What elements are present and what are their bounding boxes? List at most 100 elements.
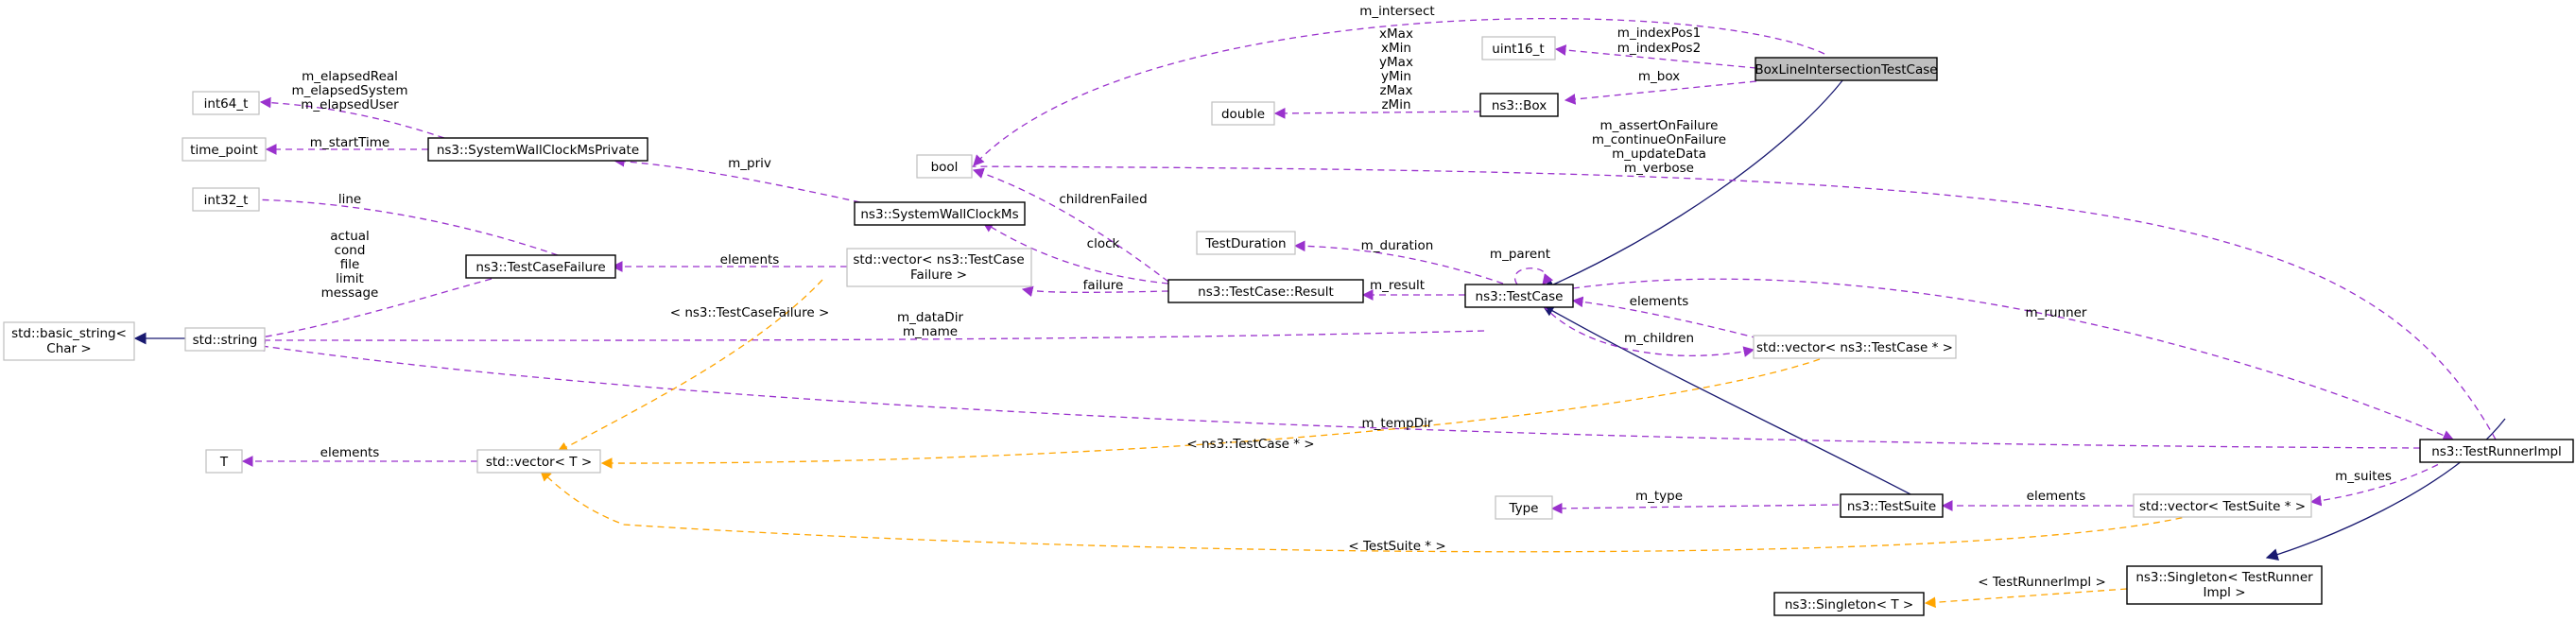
label-tpl-testcase: < ns3::TestCase * > <box>1186 437 1314 452</box>
edge-m-runner <box>1572 278 2455 441</box>
node-basic-string[interactable]: std::basic_string< Char > <box>3 321 135 361</box>
label-m-tempDir: m_tempDir <box>1362 416 1433 431</box>
edge-testsuite-inherits-testcase <box>1541 304 1915 497</box>
label-failure-string: message <box>321 285 379 301</box>
label-runner-bool: m_assertOnFailure <box>1600 118 1719 133</box>
node-test-case-failure[interactable]: ns3::TestCaseFailure <box>465 254 616 279</box>
svg-text:std::vector< TestSuite * >: std::vector< TestSuite * > <box>2139 499 2306 514</box>
label-clock: clock <box>1087 236 1120 251</box>
edge-runner-bools <box>943 161 2497 440</box>
svg-text:BoxLineIntersectionTestCase: BoxLineIntersectionTestCase <box>1755 62 1937 78</box>
node-double[interactable]: double <box>1211 101 1275 126</box>
svg-text:ns3::Box: ns3::Box <box>1492 98 1547 113</box>
svg-text:TestDuration: TestDuration <box>1204 236 1286 251</box>
svg-text:ns3::TestCaseFailure: ns3::TestCaseFailure <box>475 260 605 275</box>
label-elements-failure: elements <box>720 252 780 267</box>
label-line: line <box>338 192 361 207</box>
edge-line <box>242 194 559 256</box>
label-m-parent: m_parent <box>1490 247 1550 262</box>
svg-text:Char >: Char > <box>46 341 91 356</box>
label-tc-string: m_name <box>903 324 958 339</box>
edge-m-type <box>1550 503 1840 514</box>
label-childrenFailed: childrenFailed <box>1059 192 1147 207</box>
edge-tc-strings <box>253 330 1485 346</box>
label-m-indexPos1: m_indexPos1 <box>1617 26 1701 41</box>
edge-elements-testcase <box>1571 296 1759 339</box>
node-int32-t[interactable]: int32_t <box>192 187 260 212</box>
svg-text:bool: bool <box>931 160 959 175</box>
label-swcm-private-bool: m_elapsedSystem <box>291 83 407 98</box>
node-ns3-box[interactable]: ns3::Box <box>1479 93 1559 117</box>
nodes: BoxLineIntersectionTestCase uint16_t dou… <box>3 36 2574 616</box>
label-box-field: yMin <box>1381 69 1411 84</box>
label-tpl-runner: < TestRunnerImpl > <box>1978 575 2106 590</box>
svg-text:std::basic_string<: std::basic_string< <box>11 326 127 341</box>
edge-m-duration <box>1293 240 1504 285</box>
node-int64-t[interactable]: int64_t <box>192 91 260 115</box>
label-m-children: m_children <box>1624 331 1694 346</box>
svg-text:T: T <box>219 455 229 470</box>
node-std-string[interactable]: std::string <box>184 327 266 352</box>
node-vector-test-suite-ptr[interactable]: std::vector< TestSuite * > <box>2133 493 2312 518</box>
svg-text:ns3::SystemWallClockMsPrivate: ns3::SystemWallClockMsPrivate <box>437 143 639 158</box>
label-failure-string: actual <box>330 229 370 244</box>
label-box-field: xMax <box>1379 26 1413 42</box>
svg-text:std::vector< ns3::TestCase: std::vector< ns3::TestCase <box>853 252 1024 267</box>
label-box-field: zMax <box>1380 83 1413 98</box>
node-bool[interactable]: bool <box>916 154 973 179</box>
node-test-duration[interactable]: TestDuration <box>1196 231 1296 255</box>
label-tc-string: m_dataDir <box>897 310 963 325</box>
edge-failure <box>1021 285 1169 297</box>
node-vector-test-case-ptr[interactable]: std::vector< ns3::TestCase * > <box>1753 335 1957 359</box>
edge-m-children <box>1542 304 1755 357</box>
node-singleton-T[interactable]: ns3::Singleton< T > <box>1773 592 1925 616</box>
node-test-case[interactable]: ns3::TestCase <box>1464 284 1574 308</box>
label-m-startTime: m_startTime <box>310 135 389 150</box>
node-type[interactable]: Type <box>1495 495 1553 520</box>
node-vector-test-case-failure[interactable]: std::vector< ns3::TestCase Failure > <box>846 248 1032 287</box>
label-tpl-failure: < ns3::TestCaseFailure > <box>670 305 830 320</box>
label-m-result: m_result <box>1370 278 1425 293</box>
label-m-duration: m_duration <box>1361 238 1434 253</box>
edge-clock <box>982 221 1169 285</box>
node-T[interactable]: T <box>205 449 243 474</box>
svg-text:int64_t: int64_t <box>204 96 249 112</box>
node-box-line-intersection-test-case[interactable]: BoxLineIntersectionTestCase <box>1755 57 1938 81</box>
label-box-field: xMin <box>1381 41 1411 56</box>
label-box-field: yMax <box>1379 55 1413 70</box>
svg-text:time_point: time_point <box>190 143 258 158</box>
node-test-suite[interactable]: ns3::TestSuite <box>1840 493 1944 518</box>
label-m-box: m_box <box>1638 69 1680 84</box>
svg-text:ns3::SystemWallClockMs: ns3::SystemWallClockMs <box>860 207 1018 222</box>
node-test-runner-impl[interactable]: ns3::TestRunnerImpl <box>2419 439 2574 463</box>
label-failure-string: limit <box>336 271 364 286</box>
label-m-intersect: m_intersect <box>1359 4 1434 19</box>
svg-text:int32_t: int32_t <box>204 193 249 208</box>
node-test-case-result[interactable]: ns3::TestCase::Result <box>1167 279 1364 303</box>
edge-m-suites <box>2309 453 2459 507</box>
svg-text:ns3::TestRunnerImpl: ns3::TestRunnerImpl <box>2431 444 2562 459</box>
svg-text:double: double <box>1221 107 1265 122</box>
node-vector-T[interactable]: std::vector< T > <box>476 449 601 474</box>
label-m-suites: m_suites <box>2335 469 2392 484</box>
label-swcm-private-bool: m_elapsedReal <box>302 69 398 84</box>
svg-text:ns3::TestCase::Result: ns3::TestCase::Result <box>1198 285 1334 300</box>
svg-text:std::vector< T >: std::vector< T > <box>486 455 592 470</box>
label-elements-testcase: elements <box>1630 294 1689 309</box>
label-tpl-suite: < TestSuite * > <box>1348 539 1445 554</box>
label-runner-bool: m_updateData <box>1612 147 1706 162</box>
node-system-wall-clock-ms-private[interactable]: ns3::SystemWallClockMsPrivate <box>427 137 648 162</box>
edge-m-intersect <box>973 17 1825 166</box>
edge-boxline-inherits-testcase <box>1541 78 1844 291</box>
node-uint16-t[interactable]: uint16_t <box>1481 36 1556 60</box>
node-time-point[interactable]: time_point <box>182 137 267 162</box>
node-singleton-test-runner-impl[interactable]: ns3::Singleton< TestRunner Impl > <box>2126 565 2323 605</box>
label-m-type: m_type <box>1635 489 1683 504</box>
svg-text:Type: Type <box>1508 501 1538 516</box>
edge-swcm-private-bools <box>259 96 445 139</box>
edge-m-parent <box>1514 267 1554 285</box>
node-system-wall-clock-ms[interactable]: ns3::SystemWallClockMs <box>854 201 1026 226</box>
edge-failure-strings <box>253 278 493 343</box>
edge-m-priv <box>613 155 861 203</box>
